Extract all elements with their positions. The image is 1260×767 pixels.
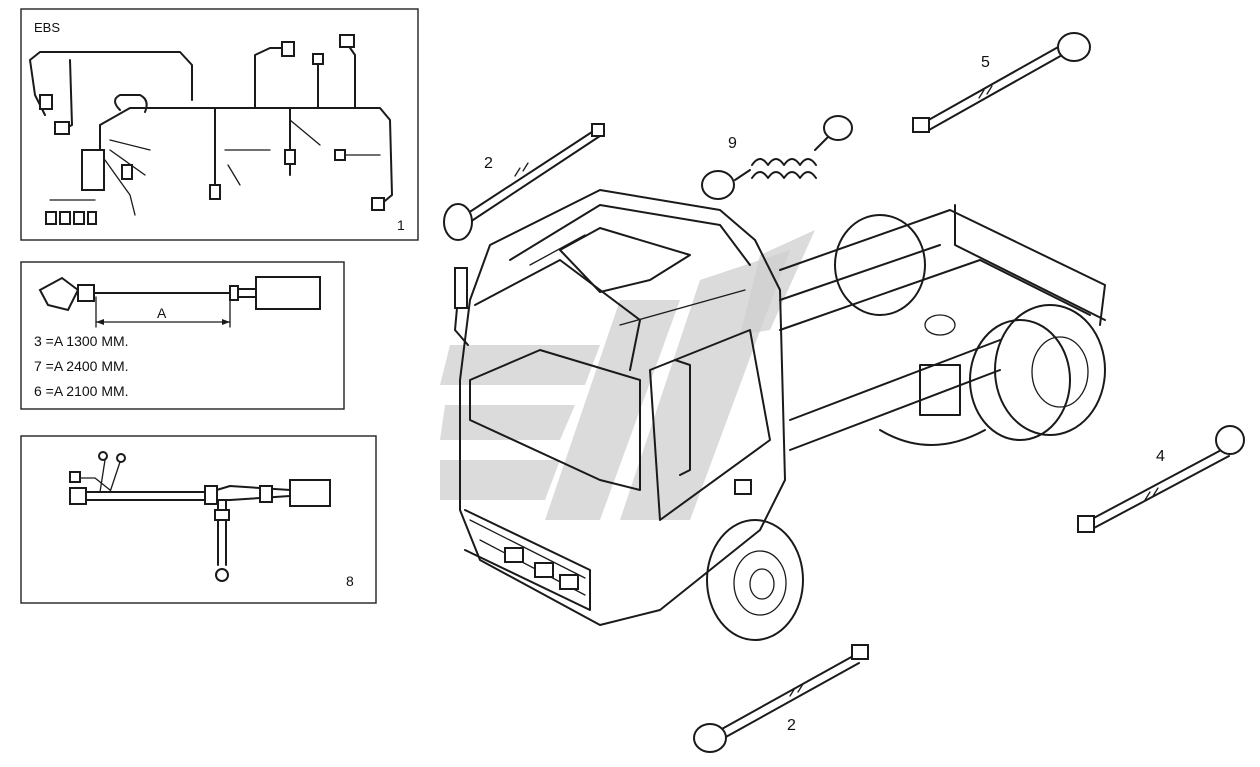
callout-4: 4 [1156, 448, 1165, 465]
panel-frame [20, 261, 345, 410]
sensor-2-top [443, 123, 605, 241]
length-line-2: 7 =A 2400 MM. [34, 358, 129, 374]
dimension-label: A [157, 305, 167, 321]
panel-frame [20, 8, 419, 241]
sensor-4 [1077, 425, 1245, 533]
panel-title: EBS [34, 20, 60, 35]
panel-frame [20, 435, 377, 604]
callout-9: 9 [728, 135, 737, 152]
truck-illustration [454, 189, 1106, 641]
ebs-harness-panel: EBS 1 [20, 8, 419, 241]
sensor-2-bottom [693, 644, 869, 753]
cable-drawing [38, 276, 321, 328]
coil-9 [701, 115, 853, 200]
callout-5: 5 [981, 54, 990, 71]
harness-8-panel: 8 [20, 435, 377, 604]
ebs-harness-drawing [29, 34, 393, 225]
harness-drawing [69, 451, 331, 582]
length-line-1: 3 =A 1300 MM. [34, 333, 129, 349]
callout-2-bottom: 2 [787, 717, 796, 734]
callout-label: 1 [397, 217, 405, 233]
length-line-3: 6 =A 2100 MM. [34, 383, 129, 399]
sensor-5 [912, 32, 1091, 133]
callout-label: 8 [346, 573, 354, 589]
callout-2-top: 2 [484, 155, 493, 172]
cable-length-panel: A 3 =A 1300 MM. 7 =A 2400 MM. 6 =A 2100 … [20, 261, 345, 410]
